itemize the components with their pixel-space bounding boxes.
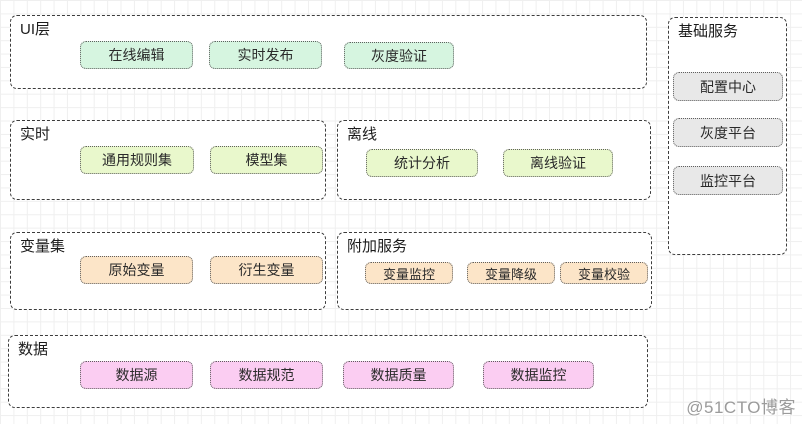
- panel-variables: 变量集 原始变量 衍生变量: [10, 232, 326, 310]
- panel-offline-title: 离线: [347, 126, 378, 143]
- watermark-51cto: @51CTO博客: [686, 398, 796, 417]
- chip-model-set: 模型集: [210, 146, 323, 174]
- chip-online-edit: 在线编辑: [80, 41, 193, 69]
- chip-realtime-publish: 实时发布: [209, 41, 322, 69]
- chip-variable-monitor: 变量监控: [365, 262, 453, 284]
- chip-data-quality: 数据质量: [343, 361, 454, 389]
- chip-raw-variable: 原始变量: [80, 256, 193, 284]
- panel-ui-layer-title: UI层: [20, 21, 51, 38]
- panel-addon-services: 附加服务 变量监控 变量降级 变量校验: [337, 232, 652, 310]
- chip-config-center: 配置中心: [673, 72, 783, 101]
- chip-data-monitor: 数据监控: [483, 361, 594, 389]
- chip-variable-check: 变量校验: [560, 262, 648, 284]
- panel-offline: 离线 统计分析 离线验证: [337, 120, 651, 200]
- chip-monitor-platform: 监控平台: [673, 166, 783, 195]
- panel-data: 数据 数据源 数据规范 数据质量 数据监控: [8, 335, 648, 408]
- chip-data-spec: 数据规范: [210, 361, 323, 389]
- chip-offline-verify: 离线验证: [503, 149, 613, 177]
- chip-general-ruleset: 通用规则集: [80, 146, 194, 174]
- panel-realtime: 实时 通用规则集 模型集: [10, 120, 326, 200]
- panel-base-services: 基础服务 配置中心 灰度平台 监控平台: [668, 17, 787, 255]
- chip-derived-variable: 衍生变量: [210, 256, 323, 284]
- panel-data-title: 数据: [18, 341, 49, 358]
- chip-stat-analysis: 统计分析: [366, 149, 478, 177]
- panel-ui-layer: UI层 在线编辑 实时发布 灰度验证: [10, 15, 647, 89]
- chip-variable-downgrade: 变量降级: [467, 262, 555, 284]
- panel-base-services-title: 基础服务: [678, 23, 739, 40]
- panel-addon-services-title: 附加服务: [347, 238, 408, 255]
- chip-data-source: 数据源: [80, 361, 193, 389]
- panel-realtime-title: 实时: [20, 126, 51, 143]
- chip-gray-platform: 灰度平台: [673, 118, 783, 147]
- chip-gray-verify: 灰度验证: [344, 42, 454, 69]
- panel-variables-title: 变量集: [20, 238, 66, 255]
